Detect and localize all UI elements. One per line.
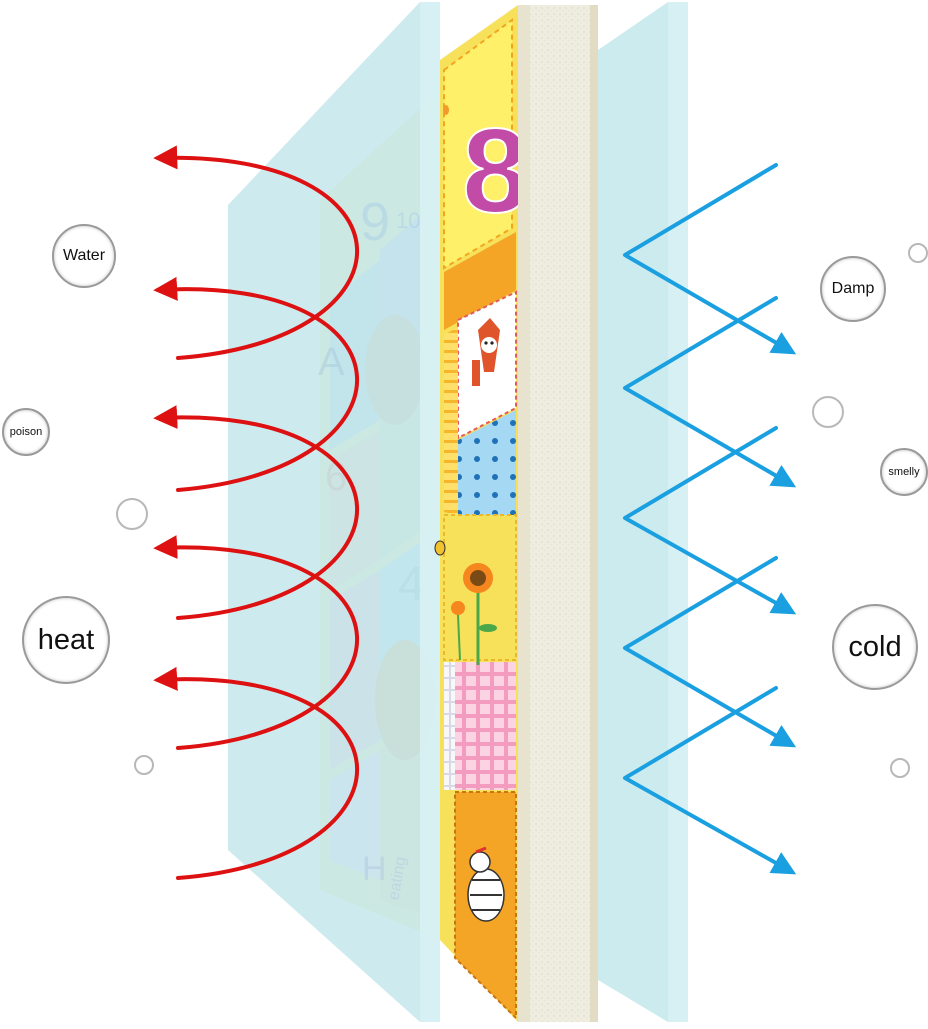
cold-arrow-5 <box>623 686 797 875</box>
label-damp: Damp <box>820 256 886 322</box>
label-smelly: smelly <box>880 448 928 496</box>
empty-bubble <box>812 396 844 428</box>
label-cold: cold <box>832 604 918 690</box>
fox-icon <box>472 318 500 386</box>
cold-arrows <box>623 163 797 875</box>
zebra-icon <box>467 846 505 922</box>
empty-bubble <box>908 243 928 263</box>
heat-arrow-5 <box>153 666 360 880</box>
empty-bubble <box>890 758 910 778</box>
heat-arrow-4 <box>153 535 360 750</box>
heat-arrow-1 <box>153 145 360 360</box>
label-poison: poison <box>2 408 50 456</box>
label-water: Water <box>52 224 116 288</box>
glass-panel-right <box>598 2 688 1022</box>
heat-arrow-2 <box>153 276 360 492</box>
heat-arrows <box>153 145 360 880</box>
heat-arrow-3 <box>153 405 360 620</box>
glass-panel-left <box>228 2 440 1022</box>
flower-icon <box>451 563 497 665</box>
foam-core-layer <box>518 5 598 1022</box>
label-heat: heat <box>22 596 110 684</box>
empty-bubble <box>134 755 154 775</box>
bee-icon <box>434 105 449 556</box>
empty-bubble <box>116 498 148 530</box>
